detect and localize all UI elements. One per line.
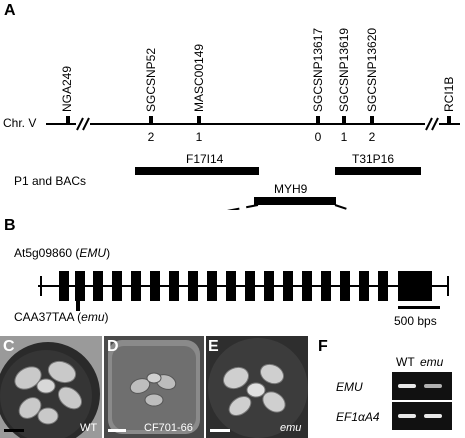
panel-e-photo: emu xyxy=(206,336,308,438)
exon xyxy=(112,271,122,301)
gel-row-ef1a4: EF1αA4 xyxy=(336,410,380,424)
zoom-line-left xyxy=(226,204,259,210)
recombinant-count: 2 xyxy=(368,130,376,144)
panel-label-f: F xyxy=(318,338,328,355)
chromosome-break-left xyxy=(76,117,90,131)
photo-scale-bar xyxy=(210,429,230,432)
genotype-label: emu xyxy=(280,422,302,434)
gene-end-marker xyxy=(447,276,449,296)
marker-tick xyxy=(342,116,346,125)
exon xyxy=(226,271,236,301)
marker-tick xyxy=(316,116,320,125)
exon xyxy=(359,271,369,301)
gel-row-emu: EMU xyxy=(336,380,363,394)
clone-bar-f17i14 xyxy=(135,167,259,175)
gel-column-wt: WT xyxy=(396,355,415,369)
gene-name: EMU xyxy=(79,246,107,260)
chromosome-label: Chr. V xyxy=(3,116,37,130)
gel-band xyxy=(398,384,416,388)
exon xyxy=(264,271,274,301)
genotype-label: WT xyxy=(80,422,98,434)
clone-label: MYH9 xyxy=(274,182,308,196)
chromosome-map-svg xyxy=(46,116,460,210)
exon xyxy=(378,271,388,301)
exon xyxy=(75,271,85,301)
exon xyxy=(340,271,350,301)
panel-label-c: C xyxy=(3,338,15,355)
mutation-label: CAA37TAA (emu) xyxy=(14,310,109,324)
clone-bar-t31p16 xyxy=(335,167,421,175)
marker-tick xyxy=(197,116,201,125)
gel-lane-emu xyxy=(392,372,452,400)
exon xyxy=(59,271,69,301)
panel-label-e: E xyxy=(208,338,219,355)
p1-bacs-label: P1 and BACs xyxy=(14,174,87,188)
genotype-label: CF701-66 xyxy=(144,422,193,434)
exon xyxy=(150,271,160,301)
panel-label-b: B xyxy=(4,217,16,234)
plant-image-wt xyxy=(0,336,102,438)
scale-bar-label: 500 bps xyxy=(394,314,437,328)
gene-start-marker xyxy=(40,276,42,296)
exon xyxy=(245,271,255,301)
plant-image-cf701-66 xyxy=(104,336,204,438)
mutation-site-marker xyxy=(76,301,80,311)
gene-label: At5g09860 (EMU) xyxy=(14,246,111,260)
exon xyxy=(283,271,293,301)
recombinant-count: 1 xyxy=(340,130,348,144)
clone-label: F17I14 xyxy=(186,152,224,166)
recombinant-count: 1 xyxy=(195,130,203,144)
exon xyxy=(169,271,179,301)
panel-d-photo: CF701-66 xyxy=(104,336,204,438)
marker-tick xyxy=(66,116,70,125)
recombinant-count: 0 xyxy=(314,130,322,144)
exon xyxy=(93,271,103,301)
gel-band xyxy=(398,414,416,418)
exon xyxy=(131,271,141,301)
plant-image-emu xyxy=(206,336,308,438)
mutation-allele: emu xyxy=(81,310,105,324)
marker-tick xyxy=(447,116,451,125)
scale-bar xyxy=(398,306,440,309)
panel-c-photo: WT xyxy=(0,336,102,438)
photo-scale-bar xyxy=(4,429,24,432)
exon xyxy=(207,271,217,301)
gel-band xyxy=(424,414,442,418)
exon xyxy=(188,271,198,301)
clone-bar-myh9 xyxy=(254,197,336,205)
recombinant-count: 2 xyxy=(147,130,155,144)
zoom-line-right xyxy=(334,204,354,210)
photo-scale-bar xyxy=(108,429,126,432)
exon xyxy=(321,271,331,301)
mutation-name: CAA37TAA xyxy=(14,310,74,324)
exon xyxy=(302,271,312,301)
gel-lane-ef1a4 xyxy=(392,402,452,430)
gene-model-svg xyxy=(38,271,449,311)
exon-last xyxy=(398,271,432,301)
panel-label-a: A xyxy=(4,2,16,19)
marker-tick xyxy=(370,116,374,125)
clone-label: T31P16 xyxy=(352,152,395,166)
gel-column-emu: emu xyxy=(420,355,444,369)
marker-tick xyxy=(149,116,153,125)
chromosome-break-right xyxy=(425,117,439,131)
gel-band xyxy=(424,384,442,388)
gene-id: At5g09860 xyxy=(14,246,73,260)
panel-label-d: D xyxy=(107,338,119,355)
